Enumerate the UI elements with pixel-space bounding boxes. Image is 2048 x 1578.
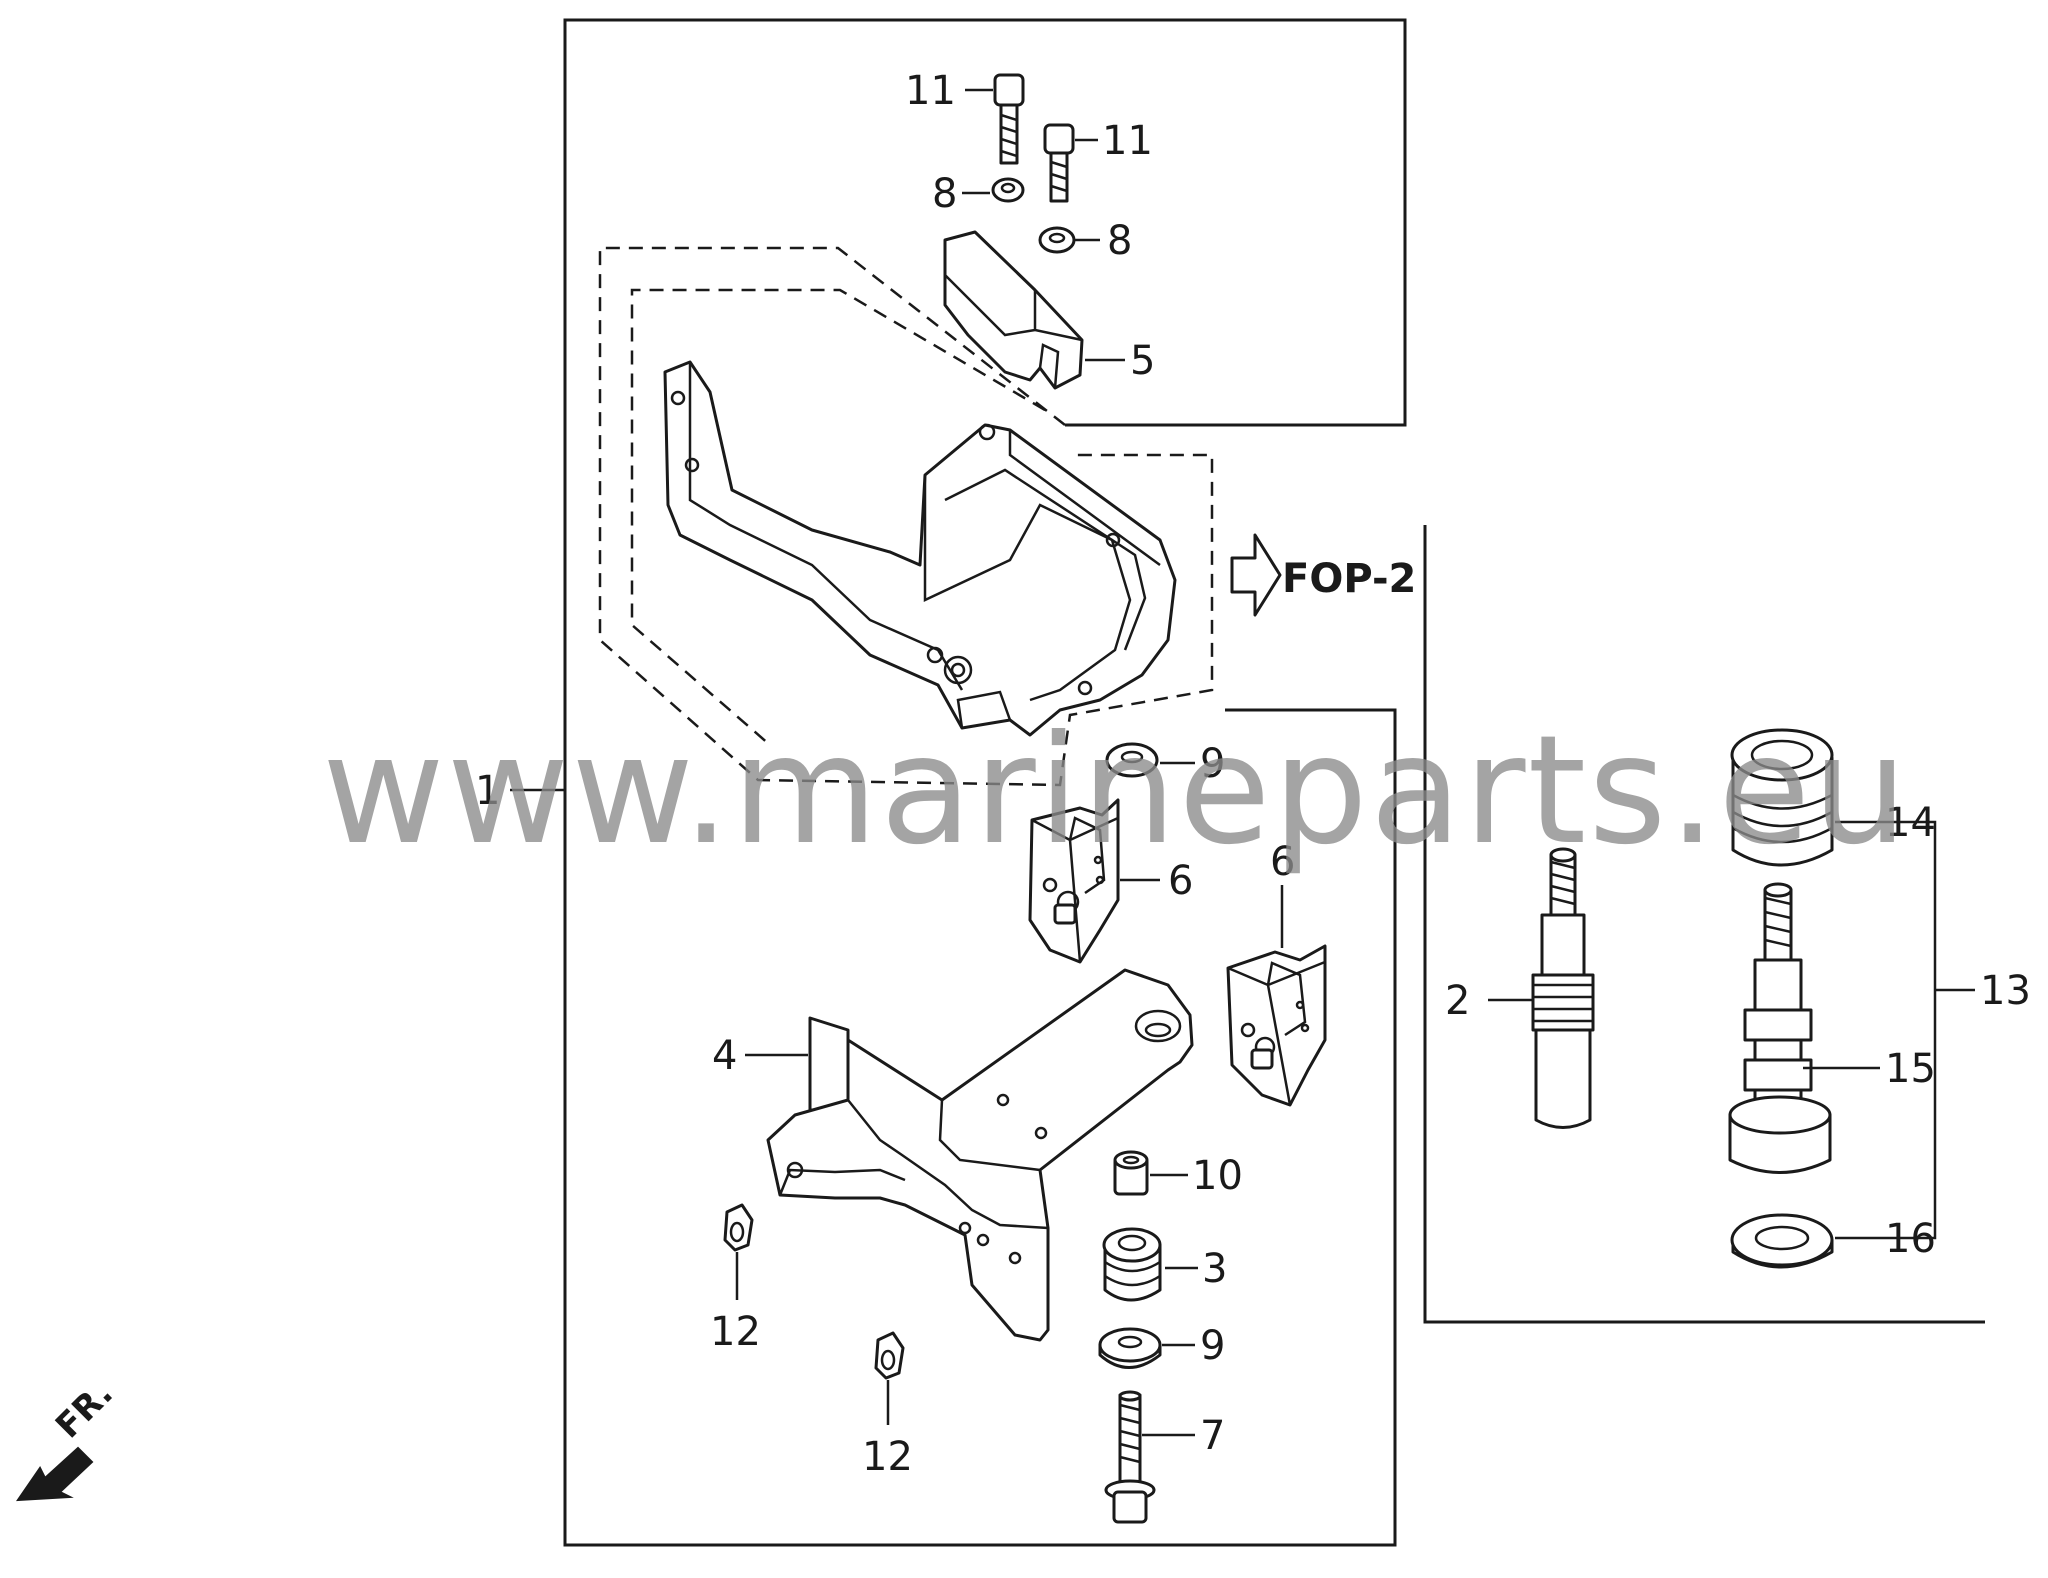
callout-6-left: 6 [1168,858,1193,904]
callout-9-upper: 9 [1200,741,1225,787]
fop-2-label: FOP-2 [1282,556,1416,602]
callout-11-left: 11 [905,68,956,114]
callout-8-right: 8 [1107,218,1132,264]
callout-13: 13 [1980,968,2031,1014]
callout-12-upper: 12 [710,1309,761,1355]
callout-1: 1 [475,768,500,814]
nut-12-upper [723,1203,754,1252]
collar-10 [1113,1150,1149,1196]
rubber-mount-6-left [1028,798,1120,964]
stud-group-frame [1423,525,1985,1324]
bolt-11-left [993,73,1025,165]
callout-2: 2 [1445,978,1470,1024]
bracket-5 [943,230,1084,390]
front-marker-label: FR. [48,1374,121,1447]
fop-2-outline-inner [630,288,1046,746]
callout-8-left: 8 [932,171,957,217]
fop-2-reference: FOP-2 [1230,533,1416,617]
watermark: www.marineparts.eu [322,704,1910,878]
callout-9-lower: 9 [1200,1323,1225,1369]
callout-4: 4 [712,1033,737,1079]
callout-10: 10 [1192,1153,1243,1199]
callout-labels: 11 11 8 8 5 1 9 6 6 4 10 3 9 7 12 12 2 1… [475,68,2031,1480]
nut-8-right [1038,226,1076,254]
callout-11-right: 11 [1102,118,1153,164]
callout-6-right: 6 [1270,839,1295,885]
washer-9-lower [1098,1327,1162,1369]
bolt-7 [1104,1390,1156,1524]
callout-7: 7 [1200,1413,1225,1459]
washer-9-upper [1105,742,1159,778]
fop-2-arrow-icon [1230,533,1282,617]
front-direction-marker: FR. [16,1374,121,1502]
rubber-bushing-3 [1102,1227,1162,1302]
nut-8-left [991,177,1025,203]
callout-12-lower: 12 [862,1434,913,1480]
front-arrow-icon [16,1446,94,1502]
bushing-14 [1730,728,1834,867]
lower-bracket-4 [766,968,1194,1342]
main-assembly-frame [563,18,1397,1547]
callout-3: 3 [1202,1246,1227,1292]
mount-stud-2 [1531,847,1595,1129]
nut-12-lower [874,1331,905,1380]
main-mounting-bracket [663,360,1177,737]
mount-stud-15 [1728,882,1832,1174]
callout-15: 15 [1885,1046,1936,1092]
callout-16: 16 [1885,1216,1936,1262]
bolt-11-right [1043,123,1075,203]
callout-5: 5 [1130,338,1155,384]
leader-lines [510,88,1975,1437]
upper-group-frame [1062,18,1407,427]
rubber-mount-6-right [1226,944,1327,1107]
callout-14: 14 [1885,800,1936,846]
washer-16 [1730,1213,1834,1269]
